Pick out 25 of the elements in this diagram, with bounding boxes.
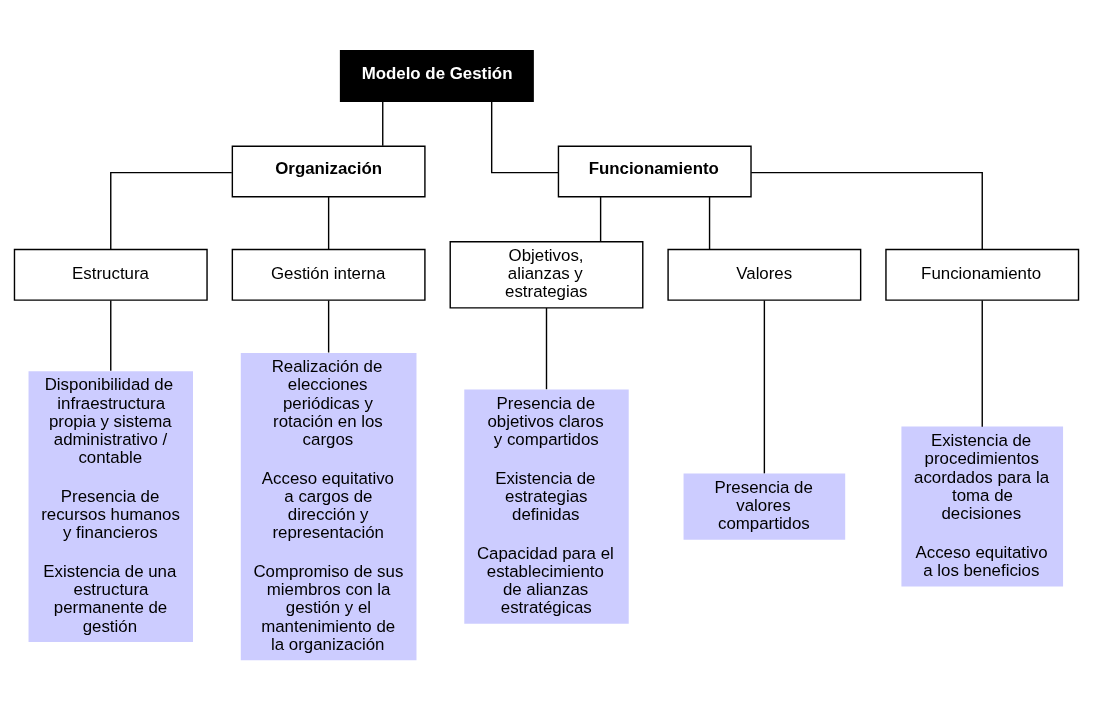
- connector: [981, 299, 983, 427]
- node-box: Organización: [231, 145, 426, 197]
- connector: [490, 100, 559, 173]
- connector: [110, 299, 112, 371]
- connector: [708, 195, 711, 250]
- node-box: Modelo de Gestión: [339, 49, 534, 102]
- connector: [327, 195, 330, 250]
- node-box: Estructura: [13, 248, 208, 301]
- connector: [110, 171, 233, 250]
- connector: [382, 100, 384, 147]
- node-box: Existencia de procedimientos acordados para la toma de decisiones Acceso equitativo a los beneficios: [901, 426, 1064, 587]
- node-box: Disponibilidad de infraestructura propia y sistema administrativo / contable Presencia de recursos humanos y financieros Existencia de una estructura permanente de gestión: [28, 370, 193, 642]
- node-box: Realización de elecciones periódicas y rotación en los cargos Acceso equitativo a cargos de dirección y representación Compromiso de sus miembros con la gestión y el mantenimiento de la organización: [240, 352, 417, 660]
- node-box: Valores: [667, 248, 862, 301]
- connector: [327, 299, 330, 353]
- node-box: Presencia de valores compartidos: [683, 473, 846, 540]
- connector: [599, 195, 602, 242]
- connector: [545, 306, 548, 390]
- node-box: Gestión interna: [231, 248, 426, 301]
- connector: [763, 299, 766, 474]
- connector: [750, 171, 983, 250]
- node-box: Funcionamiento: [885, 248, 1080, 301]
- node-box: Funcionamiento: [557, 145, 752, 197]
- node-box: Objetivos, alianzas y estrategias: [449, 240, 644, 309]
- node-box: Presencia de objetivos claros y compartidos Existencia de estrategias definidas Capacidad para el establecimiento de alianzas estratégicas: [464, 389, 629, 624]
